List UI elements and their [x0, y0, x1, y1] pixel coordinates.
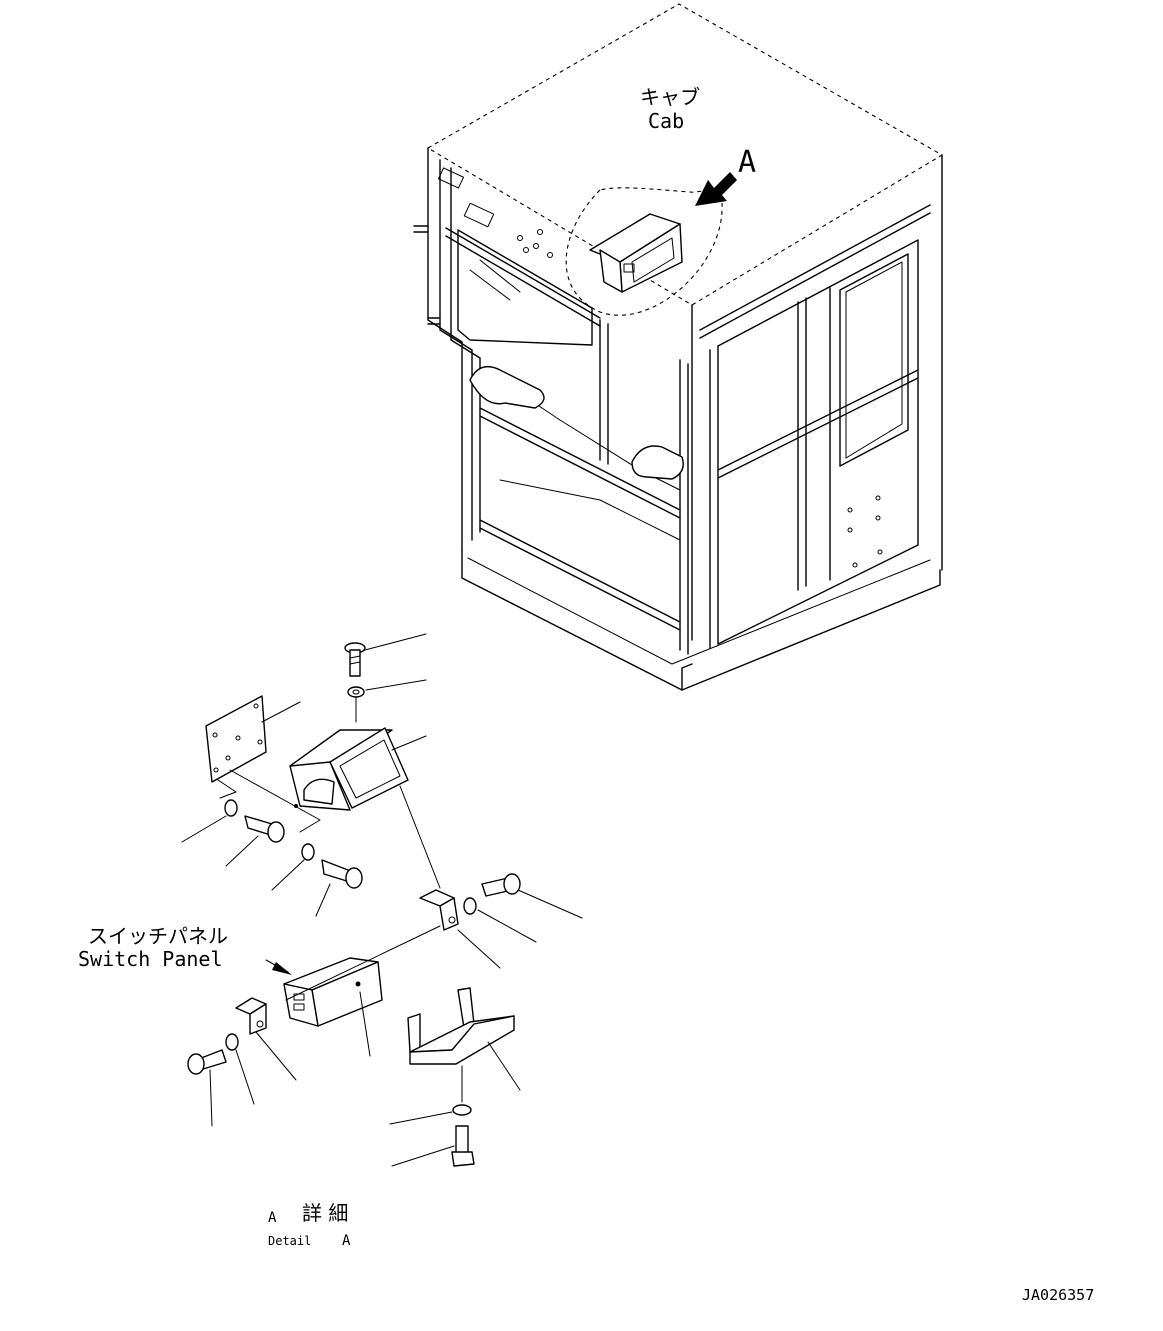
bolt-bottom [451, 1125, 475, 1167]
mounting-plate [205, 695, 267, 783]
drawing-number: JA026357 [1022, 1286, 1094, 1304]
detail-callout-outline [565, 187, 723, 316]
detail-marker-label: A [738, 145, 756, 180]
bracket-lower [407, 987, 515, 1065]
cab-assembly [413, 3, 944, 691]
washer-left-1 [224, 799, 238, 817]
washer-bottom [452, 1104, 472, 1116]
bolt-top [344, 642, 366, 677]
washer-top [347, 686, 365, 698]
leader-arrow-icon [265, 959, 292, 975]
washer-lower-left [225, 1033, 239, 1051]
clip-right [419, 889, 459, 931]
detail-a-exploded: スイッチパネル Switch Panel [78, 633, 583, 1167]
cab-label-en: Cab [648, 109, 684, 133]
bracket-housing [289, 727, 409, 811]
bolt-lower-left [187, 1049, 227, 1075]
switch-panel-label-jp: スイッチパネル [88, 924, 228, 948]
bolt-left-1 [244, 815, 285, 843]
detail-caption-en: Detail [268, 1234, 311, 1248]
clip-left [235, 997, 267, 1035]
switch-panel [283, 957, 383, 1027]
cab-label-jp: キャブ [640, 85, 700, 109]
detail-caption-letter-en: A [342, 1233, 351, 1249]
switch-panel-label-en: Switch Panel [78, 947, 223, 971]
washer-left-2 [301, 843, 315, 861]
bolt-left-2 [321, 859, 363, 889]
detail-caption-jp: 詳 細 [302, 1201, 348, 1225]
detail-caption-letter-jp: A [268, 1210, 277, 1226]
bolt-right [481, 873, 521, 897]
view-direction-arrow-icon [695, 172, 737, 206]
washer-right [463, 897, 477, 915]
